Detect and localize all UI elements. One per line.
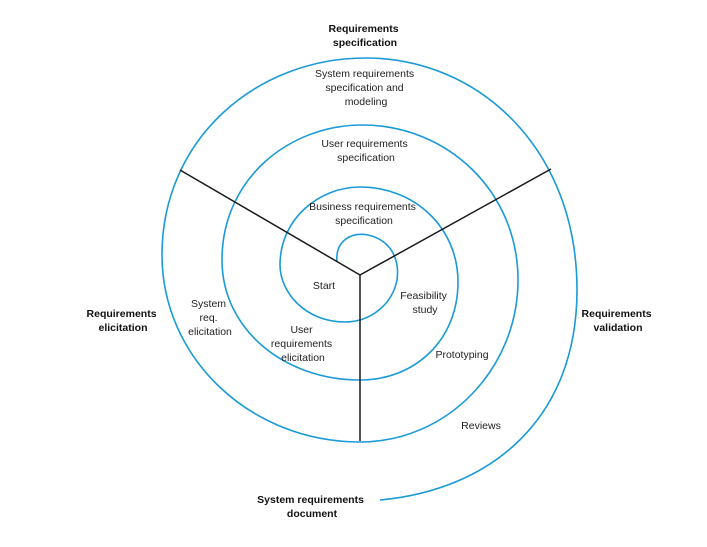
label-reviews: Reviews xyxy=(461,420,501,432)
label-feasibility-study: Feasibility study xyxy=(400,290,450,316)
label-business-requirements-specification: Business requirements specification xyxy=(309,201,419,227)
label-requirements-elicitation: Requirements elicitation xyxy=(87,308,160,334)
label-start: Start xyxy=(313,280,335,292)
label-user-requirements-elicitation: User requirements elicitation xyxy=(271,324,335,364)
label-prototyping: Prototyping xyxy=(435,349,488,361)
axis-to-validation xyxy=(359,168,552,276)
label-system-req-elicitation: System req. elicitation xyxy=(188,298,232,338)
spiral-curve xyxy=(161,57,578,501)
axis-to-elicitation xyxy=(179,169,361,276)
label-user-requirements-specification: User requirements specification xyxy=(321,138,410,164)
label-system-requirements-document: System requirements document xyxy=(257,494,367,520)
label-requirements-validation: Requirements validation xyxy=(582,308,655,334)
label-system-requirements-specification: System requirements specification and mo… xyxy=(315,68,417,108)
label-requirements-specification: Requirements specification xyxy=(329,23,402,49)
